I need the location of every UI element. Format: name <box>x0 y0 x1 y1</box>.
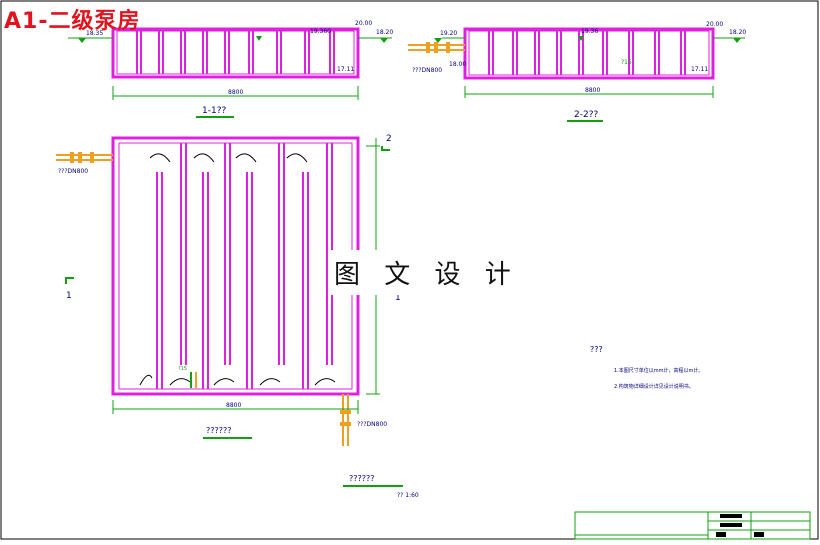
plan-caption: ?????? <box>206 426 231 435</box>
section-2-outline <box>463 27 715 80</box>
section-2-pipe-label: ???DN800 <box>412 67 442 74</box>
section-2-drawing: 19.20 19.36 20.00 18.20 17.11 ???DN800 1… <box>408 21 746 122</box>
watermark-text: 图 文 设 计 <box>328 250 525 295</box>
notes-line-2: 2.构筑物详细设计详见设计说明书。 <box>614 383 694 390</box>
plan-baffle-walls <box>156 143 333 389</box>
plan-scale: ?? 1:60 <box>397 492 419 499</box>
flow-arrow-icon <box>286 153 308 163</box>
section-2-right-level: 18.20 <box>729 29 746 36</box>
bottom-caption-block: ?????? ?? 1:60 <box>343 474 419 499</box>
section-mark-2: 2 <box>386 134 392 144</box>
section-1-width-dim: 8800 <box>228 89 243 96</box>
section-2-top-level: 20.00 <box>706 21 723 28</box>
section-1-caption: 1-1?? <box>202 106 226 116</box>
level-marker-icon <box>434 38 442 43</box>
section-1-baffles <box>136 31 335 74</box>
plan-outlet-label: ???DN800 <box>357 421 387 428</box>
section-1-right-level: 18.20 <box>376 29 393 36</box>
level-marker-icon <box>78 38 86 43</box>
flow-arrow-icon <box>259 378 281 386</box>
plan-inner <box>118 142 353 390</box>
section-2-center-mark: ?15 <box>621 59 632 66</box>
section-2-pipe-level: 18.00 <box>449 61 466 68</box>
section-1-inner <box>116 30 355 75</box>
notes-line-1: 1.本图尺寸单位以mm计，高程以m计。 <box>614 367 703 374</box>
section-2-inlet-pipe <box>408 42 465 53</box>
section-2-bottom-level: 17.11 <box>691 66 708 73</box>
section-1-bottom-level: 17.11 <box>337 66 354 73</box>
plan-inner-marker <box>190 372 197 388</box>
plan-outlet-pipe <box>340 394 351 446</box>
flow-arrow-icon <box>169 378 191 386</box>
flow-arrows <box>139 153 336 386</box>
section-2-baffles <box>488 31 686 75</box>
plan-width-dim: 8800 <box>226 402 241 409</box>
notes-block: ??? 1.本图尺寸单位以mm计，高程以m计。 2.构筑物详细设计详见设计说明书… <box>590 345 703 390</box>
section-1-drawing: 18.35 19.360 20.00 18.20 17.11 8800 1-1?… <box>68 20 393 118</box>
water-level-icon <box>256 36 262 41</box>
flow-arrow-icon <box>235 153 257 163</box>
section-1-outline <box>111 27 360 79</box>
plan-inlet-label: ???DN800 <box>58 168 88 175</box>
section-2-caption: 2-2?? <box>574 110 598 120</box>
plan-inlet-pipe <box>56 152 113 163</box>
plan-outline <box>111 136 360 396</box>
section-2-left-level: 19.20 <box>440 30 457 37</box>
bottom-caption: ?????? <box>349 474 374 483</box>
section-mark-1-left: 1 <box>66 291 72 301</box>
section-2-mid-level: 19.36 <box>581 28 598 35</box>
section-2-width-dim: 8800 <box>585 87 600 94</box>
plan-inner-mark: ?15 <box>178 366 187 372</box>
water-level-icon <box>578 36 584 41</box>
flow-arrow-icon <box>314 378 336 386</box>
flow-arrow-icon <box>139 374 153 386</box>
level-marker-icon <box>380 38 388 43</box>
title-block-frame <box>574 511 811 540</box>
flow-arrow-icon <box>193 153 215 163</box>
flow-arrow-icon <box>213 378 235 386</box>
page-title: A1-二级泵房 <box>4 9 141 34</box>
notes-heading: ??? <box>590 345 603 354</box>
plan-drawing: 8800 ???DN800 ???DN800 ?15 1 1 2 ?????? <box>56 134 401 446</box>
flow-arrow-icon <box>149 153 171 163</box>
section-1-left-level: 18.35 <box>86 30 103 37</box>
section-mark-1-right: 1 <box>395 293 401 303</box>
section-1-top-level: 20.00 <box>355 20 372 27</box>
level-marker-icon <box>733 38 741 43</box>
title-block <box>574 511 811 540</box>
section-2-inner <box>468 30 710 76</box>
section-1-mid-level: 19.360 <box>310 28 331 35</box>
